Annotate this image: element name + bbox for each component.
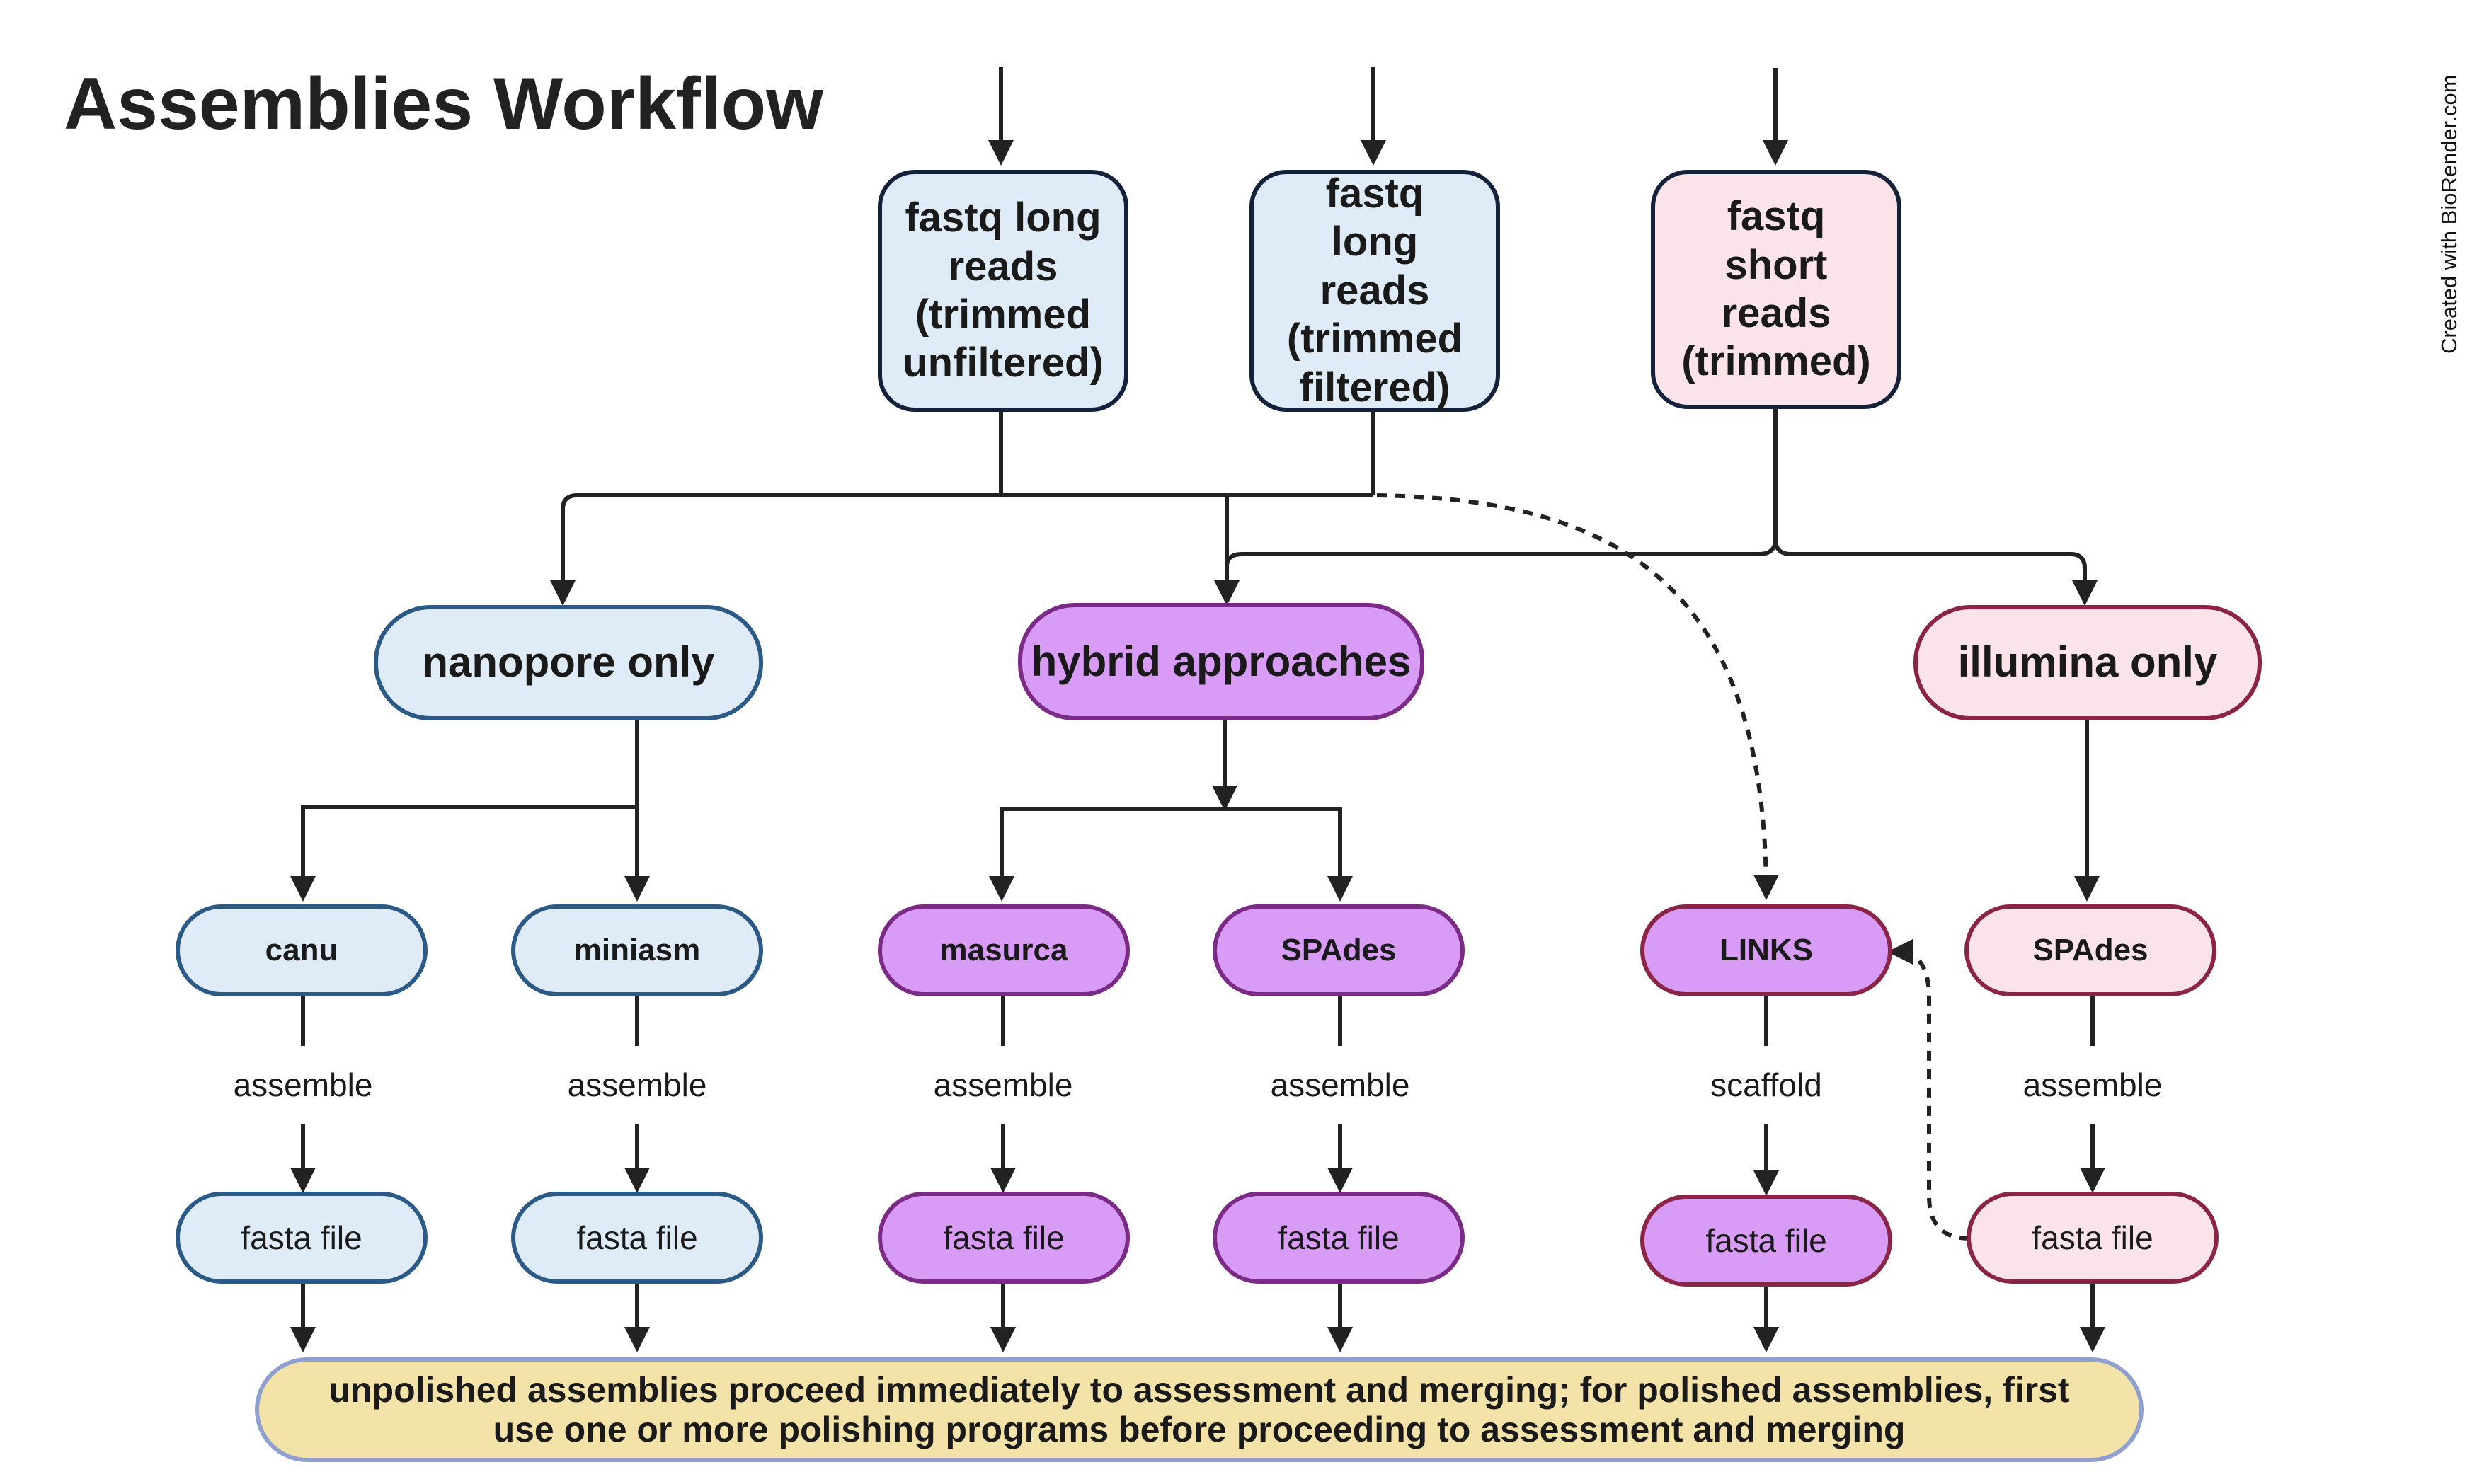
step-label: assemble [897, 1064, 1109, 1106]
step-label: assemble [197, 1064, 409, 1106]
tool-miniasm[interactable]: miniasm [511, 904, 763, 996]
dashed-link-fasta-to-links [1887, 939, 1970, 1241]
tool-canu[interactable]: canu [176, 904, 428, 996]
input-short-reads[interactable]: fastq short reads (trimmed) [1651, 170, 1901, 409]
tool-chains [290, 996, 2105, 1352]
fasta-file-masurca[interactable]: fasta file [878, 1192, 1130, 1284]
fasta-file-miniasm[interactable]: fasta file [511, 1192, 763, 1284]
fasta-file-links[interactable]: fasta file [1640, 1195, 1892, 1287]
dashed-link-long-reads-to-links [1376, 493, 1779, 900]
assessment-merging-banner: unpolished assemblies proceed immediatel… [255, 1357, 2144, 1462]
tool-links[interactable]: LINKS [1640, 904, 1892, 996]
tool-spades-hybrid[interactable]: SPAdes [1213, 904, 1465, 996]
long-reads-bus [550, 493, 1373, 606]
fasta-file-canu[interactable]: fasta file [176, 1192, 428, 1284]
input-long-filtered[interactable]: fastq long reads (trimmed filtered) [1249, 170, 1500, 412]
step-label: assemble [1986, 1064, 2199, 1106]
category-hybrid-approaches[interactable]: hybrid approaches [1018, 603, 1424, 720]
biorender-credit: Created with BioRender.com [2437, 74, 2461, 354]
tool-spades-illumina[interactable]: SPAdes [1964, 904, 2216, 996]
fasta-file-spades-illumina[interactable]: fasta file [1967, 1192, 2219, 1284]
fasta-file-spades-hybrid[interactable]: fasta file [1213, 1192, 1465, 1284]
step-label: scaffold [1660, 1064, 1872, 1106]
step-label: assemble [1234, 1064, 1446, 1106]
step-label: assemble [531, 1064, 743, 1106]
page-title: Assemblies Workflow [64, 63, 824, 145]
tool-masurca[interactable]: masurca [878, 904, 1130, 996]
input-long-unfiltered[interactable]: fastq long reads (trimmed unfiltered) [878, 170, 1128, 412]
category-illumina-only[interactable]: illumina only [1913, 605, 2262, 720]
category-nanopore-only[interactable]: nanopore only [374, 605, 763, 720]
